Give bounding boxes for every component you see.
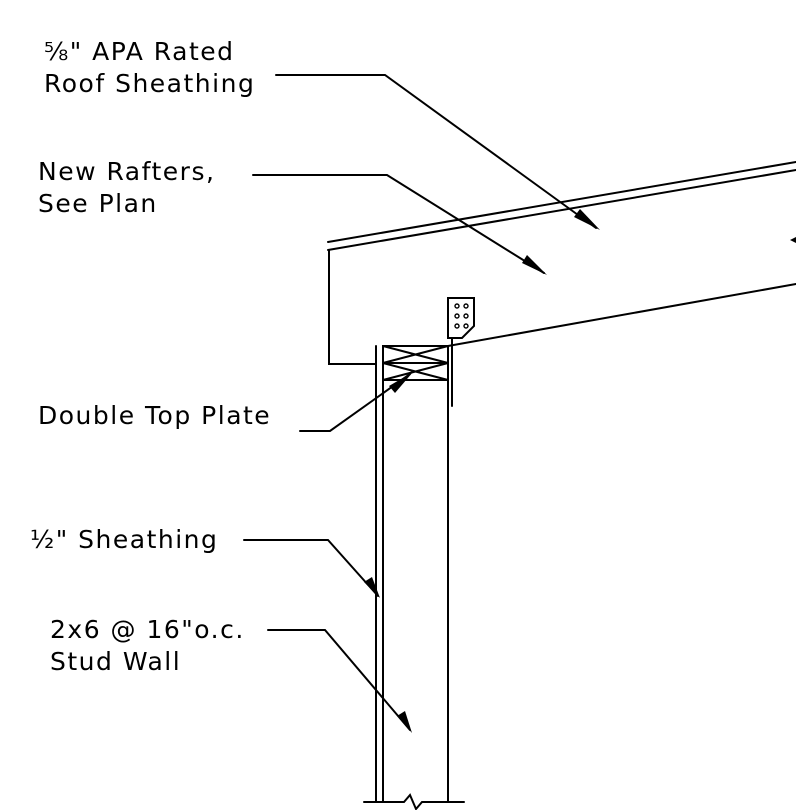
- rafter: [328, 249, 796, 365]
- label-wall-sheathing: ½" Sheathing: [30, 525, 219, 554]
- leader-roof-sheathing: [275, 74, 600, 230]
- wall-sheathing: [375, 345, 384, 803]
- label-roof-sheathing: ⅝" APA Rated Roof Sheathing: [44, 37, 256, 98]
- roof-sheathing: [327, 161, 796, 251]
- leader-wall-sheathing: [243, 539, 380, 598]
- leader-double-top-plate: [299, 372, 413, 432]
- label-stud-wall: 2x6 @ 16"o.c. Stud Wall: [50, 615, 245, 676]
- double-top-plate: [382, 345, 449, 381]
- leader-new-rafters: [252, 174, 547, 275]
- label-new-rafters: New Rafters, See Plan: [38, 157, 216, 218]
- break-line: [363, 793, 465, 810]
- rafter-connector: [447, 297, 475, 407]
- leader-stud-wall: [267, 629, 412, 733]
- label-double-top-plate: Double Top Plate: [38, 401, 272, 430]
- edge-arrow: [790, 237, 796, 243]
